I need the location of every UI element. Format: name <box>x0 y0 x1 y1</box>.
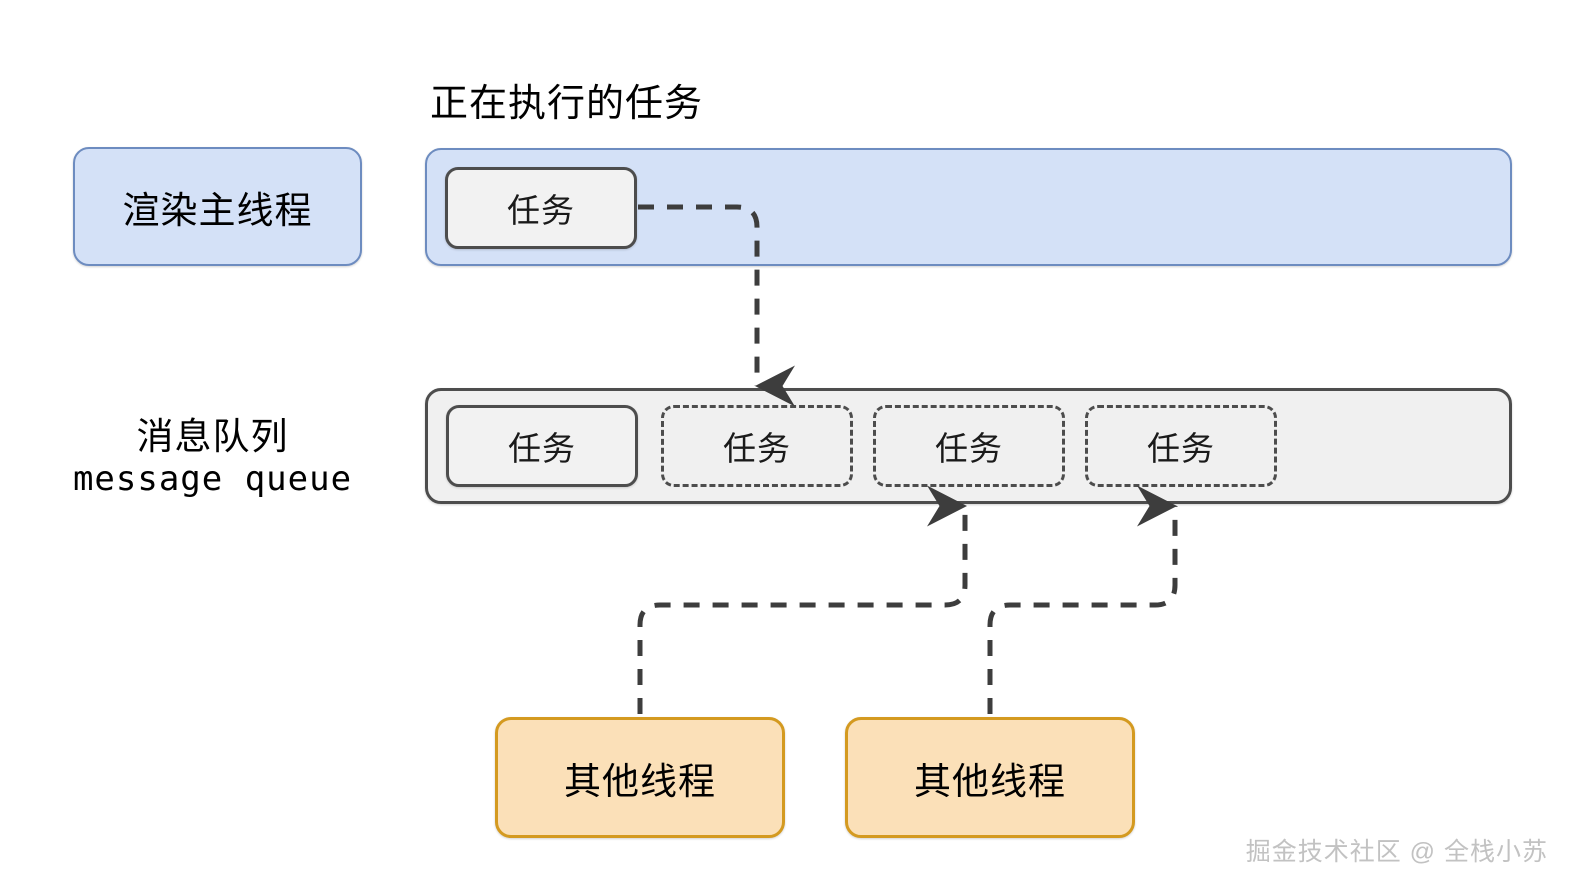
main-thread-lane: 任务 <box>425 148 1512 266</box>
queue-task-2[interactable]: 任务 <box>661 405 853 487</box>
queue-task-3[interactable]: 任务 <box>873 405 1065 487</box>
message-queue-label-en: message queue <box>72 458 353 499</box>
message-queue-label-cn: 消息队列 <box>136 415 289 457</box>
queue-task-1[interactable]: 任务 <box>446 405 638 487</box>
executing-task-title: 正在执行的任务 <box>430 83 704 125</box>
arrow-worker1-to-queue <box>637 485 968 714</box>
render-main-thread-label: 渲染主线程 <box>122 189 313 231</box>
queue-task-2-label: 任务 <box>723 430 791 467</box>
worker-thread-box-1[interactable]: 其他线程 <box>495 717 785 838</box>
worker-thread-box-2[interactable]: 其他线程 <box>845 717 1135 838</box>
queue-task-4-label: 任务 <box>1147 430 1215 467</box>
worker-thread-1-label: 其他线程 <box>564 760 716 802</box>
arrow-worker2-to-queue <box>987 485 1178 714</box>
main-thread-task[interactable]: 任务 <box>445 167 637 249</box>
queue-task-1-label: 任务 <box>508 430 576 467</box>
render-main-thread-box[interactable]: 渲染主线程 <box>73 147 362 266</box>
queue-task-4[interactable]: 任务 <box>1085 405 1277 487</box>
worker-thread-2-label: 其他线程 <box>914 760 1066 802</box>
main-thread-task-label: 任务 <box>507 192 575 229</box>
message-queue-label: 消息队列 message queue <box>40 412 385 502</box>
watermark: 掘金技术社区 @ 全栈小苏 <box>1245 838 1548 866</box>
queue-task-3-label: 任务 <box>935 430 1003 467</box>
message-queue-lane: 任务 任务 任务 任务 <box>425 388 1512 504</box>
